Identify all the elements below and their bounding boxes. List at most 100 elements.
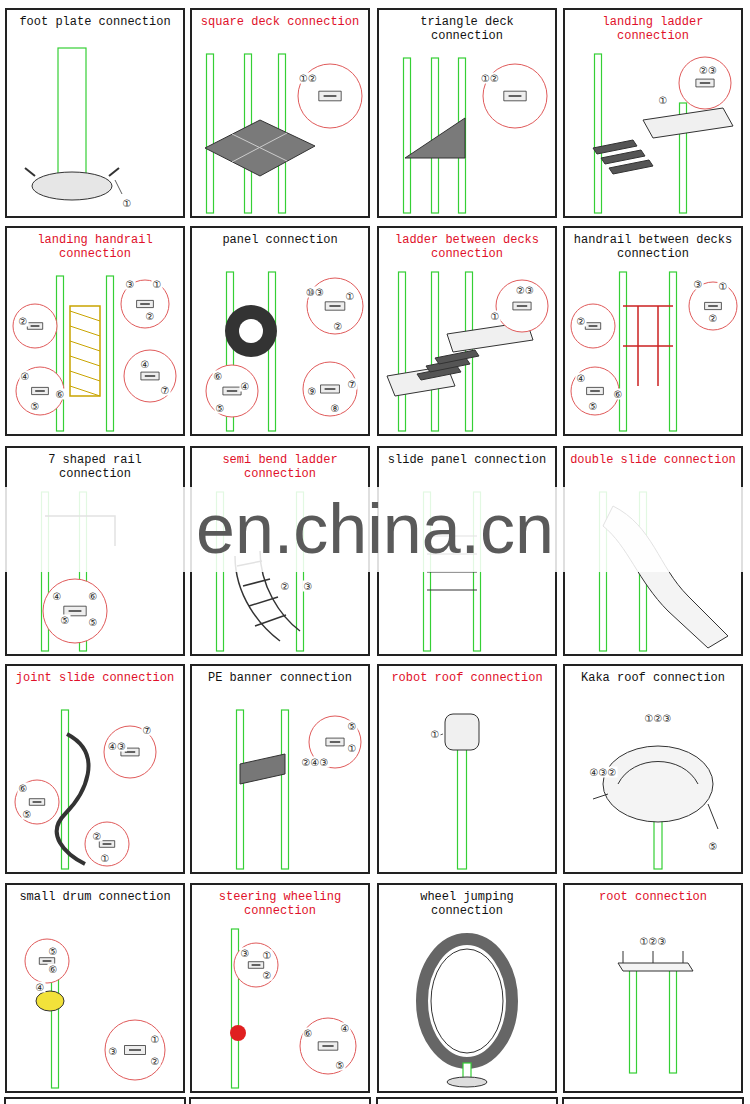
callout-number: ⑤ xyxy=(48,946,59,957)
panel-title: landing handrail connection xyxy=(7,233,183,262)
bracket xyxy=(325,302,345,310)
base xyxy=(447,1077,487,1087)
panel-title: Kaka roof connection xyxy=(565,671,741,685)
panel-title: triangle deck connection xyxy=(379,15,555,44)
callout-number: ⑩③ xyxy=(305,287,325,298)
detail-circle xyxy=(25,939,69,983)
detail-circle xyxy=(124,350,176,402)
callout-number: ⑥ xyxy=(613,389,624,400)
part xyxy=(618,963,693,971)
callout-number: ① xyxy=(658,95,669,106)
panel-art xyxy=(422,939,512,1087)
panel-title: PE banner connection xyxy=(192,671,368,685)
callout-number: ①② xyxy=(480,73,500,84)
panel-title: ladder between decks connection xyxy=(379,233,555,262)
panel-edge xyxy=(190,1098,370,1104)
pole xyxy=(595,54,602,213)
callout-number: ⑤ xyxy=(60,615,71,626)
connection-panel: square deck connection xyxy=(190,8,370,218)
callout-number: ⑥ xyxy=(55,389,66,400)
part xyxy=(240,754,285,784)
detail-circle xyxy=(571,304,615,348)
callout-number: ④ xyxy=(35,982,46,993)
callout-number: ⑤ xyxy=(335,1060,346,1071)
bracket xyxy=(99,841,114,848)
bracket xyxy=(248,962,263,969)
pole xyxy=(107,276,114,431)
bolt xyxy=(517,305,527,307)
wheel-ring xyxy=(431,949,503,1053)
callout-number: ② xyxy=(145,311,156,322)
line xyxy=(232,133,287,162)
detail-circle xyxy=(234,943,278,987)
bracket xyxy=(321,385,340,393)
callout-number: ③ xyxy=(108,1046,119,1057)
bolt xyxy=(31,325,40,327)
callout-number: ② xyxy=(708,313,719,324)
detail-circle xyxy=(303,362,357,416)
detail-circle xyxy=(15,780,59,824)
panel-title: foot plate connection xyxy=(7,15,183,29)
callout-number: ④③② xyxy=(589,767,618,778)
callout-number: ② xyxy=(576,316,587,327)
detail-circle xyxy=(105,1020,165,1080)
callout-number: ② xyxy=(150,1056,161,1067)
bolt xyxy=(145,375,155,377)
callout-number: ④③ xyxy=(107,741,127,752)
connection-panel: ladder between decks connection xyxy=(377,226,557,436)
callout-number: ⑤ xyxy=(588,401,599,412)
callout-number: ①②③ xyxy=(639,936,668,947)
detail-circle xyxy=(43,579,107,643)
panel-title: handrail between decks connection xyxy=(565,233,741,262)
pole xyxy=(207,54,214,213)
callout-number: ⑤ xyxy=(88,617,99,628)
connection-panel: wheel jumping connection xyxy=(377,883,557,1093)
callout-number: ① xyxy=(262,950,273,961)
panel-art xyxy=(387,272,548,431)
bolt xyxy=(129,1049,141,1051)
bolt xyxy=(708,305,718,307)
callout-number: ③ xyxy=(693,279,704,290)
bracket xyxy=(513,302,531,310)
callout-number: ② xyxy=(18,316,29,327)
line xyxy=(70,386,100,396)
panel-title: double slide connection xyxy=(565,453,741,467)
detail-circle xyxy=(298,64,362,128)
callout-number: ① xyxy=(490,311,501,322)
panel-art xyxy=(206,272,363,431)
bolt xyxy=(227,390,237,392)
callout-number: ③ xyxy=(303,581,314,592)
callout-number: ②③ xyxy=(698,65,718,76)
callout-number: ⑥ xyxy=(213,371,224,382)
connection-panel: triangle deck connection xyxy=(377,8,557,218)
pole xyxy=(432,272,439,431)
pole xyxy=(670,272,677,431)
panel-title: panel connection xyxy=(192,233,368,247)
bolt xyxy=(324,95,337,97)
panel-title: semi bend ladder connection xyxy=(192,453,368,482)
panel-art xyxy=(25,939,165,1088)
line xyxy=(70,341,100,351)
callout-number: ③ xyxy=(240,948,251,959)
callout-number: ② xyxy=(262,970,273,981)
line xyxy=(70,371,100,381)
callout-number: ① xyxy=(150,1034,161,1045)
panel-title: slide panel connection xyxy=(379,453,555,467)
pole xyxy=(670,968,677,1073)
callout-number: ②③ xyxy=(515,285,535,296)
bolt xyxy=(330,741,340,743)
callout-number: ④ xyxy=(52,591,63,602)
panel-title: robot roof connection xyxy=(379,671,555,685)
pole xyxy=(404,58,411,213)
bracket xyxy=(32,387,49,394)
panel-edge xyxy=(5,1098,185,1104)
panel-title: landing ladder connection xyxy=(565,15,741,44)
callout-number: ⑨ xyxy=(307,386,318,397)
callout-number: ④ xyxy=(20,371,31,382)
callout-number: ⑥ xyxy=(18,783,29,794)
detail-circle xyxy=(13,304,57,348)
callout-number: ⑤ xyxy=(215,403,226,414)
detail-circle xyxy=(206,365,258,417)
part xyxy=(609,160,653,174)
callout-number: ⑦ xyxy=(142,725,153,736)
